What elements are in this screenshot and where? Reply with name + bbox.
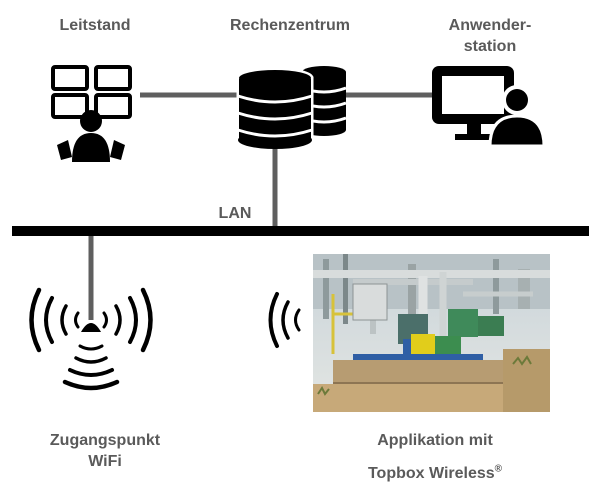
database-icon [236, 66, 347, 149]
access-point-label-line1: Zugangspunkt [49, 432, 161, 449]
access-point-label: Zugangspunkt WiFi [35, 430, 175, 472]
control-room-label: Leitstand [59, 17, 131, 34]
monitor-wall-icon [51, 65, 132, 162]
wifi-antenna-icon [29, 287, 153, 391]
application-label-line2-wrap: Topbox Wireless® [330, 463, 540, 484]
pump-skid-illustration [313, 254, 550, 412]
user-station-label-line2: station [463, 38, 517, 55]
workstation-user-icon [432, 66, 546, 148]
wireless-waves-icon [268, 292, 301, 348]
user-station-label: Anwender- station [425, 15, 555, 57]
lan-backbone [12, 226, 589, 236]
lan-label: LAN [218, 205, 252, 222]
data-center-label: Rechenzentrum [229, 17, 351, 34]
access-point-label-line2: WiFi [88, 453, 122, 470]
registered-mark: ® [494, 463, 503, 475]
user-station-label-line1: Anwender- [448, 17, 532, 34]
application-label: Applikation mit Topbox Wireless® [330, 430, 540, 484]
application-label-line1: Applikation mit [377, 432, 493, 449]
application-label-line2: Topbox Wireless [367, 465, 495, 482]
pump-skid-photo [313, 254, 550, 412]
